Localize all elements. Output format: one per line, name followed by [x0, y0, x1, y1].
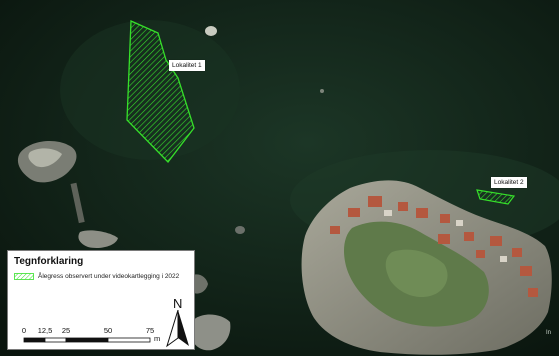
left-islet-highlight	[28, 148, 62, 168]
small-rock	[205, 26, 217, 36]
buildings	[330, 196, 538, 297]
building-roofs-light	[384, 210, 507, 262]
scale-segment	[65, 337, 109, 343]
scale-tick-label: 25	[61, 326, 71, 335]
scale-tick-label: 12,5	[37, 326, 53, 335]
north-arrow-icon	[166, 310, 189, 348]
hatch-swatch-icon	[14, 272, 34, 280]
eelgrass-area-1[interactable]	[126, 20, 195, 163]
corner-mark: In	[545, 330, 551, 336]
scale-tick-label: 50	[103, 326, 113, 335]
scale-tick-label: 75	[145, 326, 155, 335]
north-arrow: N	[165, 296, 191, 348]
scale-segment	[44, 337, 67, 343]
area-label-1: Lokalitet 1	[169, 60, 205, 71]
legend-item-eelgrass: Ålegress observert under videokartleggin…	[14, 271, 179, 281]
small-rock-3	[235, 226, 245, 234]
small-islet	[78, 230, 118, 248]
eelgrass-area-2[interactable]	[476, 189, 516, 205]
small-rock-2	[320, 89, 324, 93]
map-legend: Tegnforklaring Ålegress observert under …	[7, 250, 195, 350]
jetty	[70, 182, 85, 224]
north-letter: N	[173, 296, 183, 311]
scale-segment	[107, 337, 151, 343]
scale-tick-label: 0	[21, 326, 27, 335]
area-label-2: Lokalitet 2	[491, 177, 527, 188]
scale-bar-graphic	[23, 337, 151, 343]
scale-unit: m	[154, 334, 161, 343]
island-vegetation-2	[385, 249, 448, 298]
legend-item-label: Ålegress observert under videokartleggin…	[38, 272, 180, 280]
scale-bar: 0 12,5 25 50 75 m	[18, 326, 161, 348]
legend-title: Tegnforklaring	[14, 256, 84, 267]
scale-segment	[23, 337, 46, 343]
bottom-rocks	[189, 314, 231, 351]
